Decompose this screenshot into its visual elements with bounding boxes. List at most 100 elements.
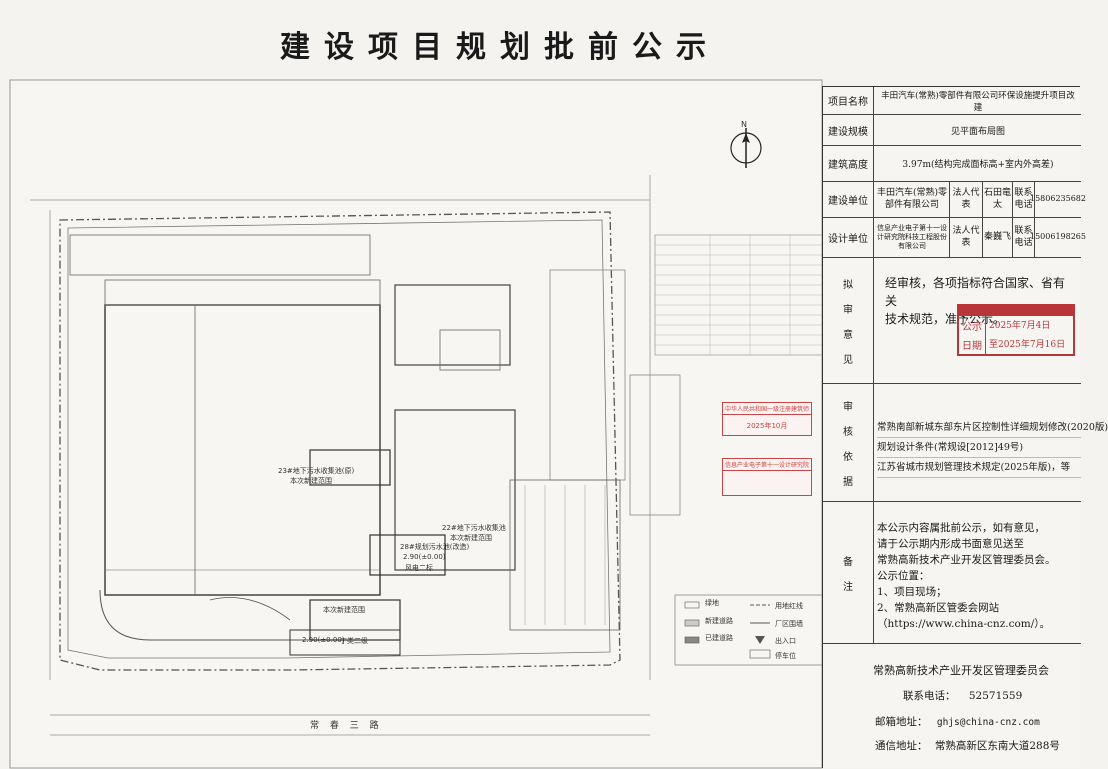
road-label-bottom: 常 春 三 路 [310, 721, 383, 731]
label-22-tank: 22#地下污水收集池 [442, 524, 506, 532]
label-28-pool: 28#规划污水池(改造) [400, 543, 470, 551]
contact-address: 常熟高新区东南大道288号 [934, 740, 1060, 752]
opinion-label-char: 拟 [843, 279, 853, 291]
row-notes: 备 注 本公示内容属批前公示，如有意见， 请于公示期内形成书面意见送至 常熟高新… [823, 502, 1081, 644]
contact-phone-label: 联系电话： [903, 690, 956, 702]
contact-phone: 52571559 [968, 690, 1023, 702]
stamp-label-date: 日期 [959, 335, 986, 354]
note-line: 公示位置： [877, 570, 930, 582]
designer-rep-label: 法人代表 [950, 218, 983, 257]
legend-greenland: 绿地 [705, 599, 719, 607]
north-arrow-icon [730, 128, 762, 168]
stamp-row-1: 公示 2025年7月4日 [959, 316, 1073, 335]
contact-address-label: 通信地址： [875, 740, 928, 752]
stamp-label-publicity: 公示 [959, 316, 986, 335]
note-line: 2、常熟高新区管委会网站 [877, 602, 1000, 614]
design-institute-stamp: 信息产业电子第十一设计研究院 [722, 458, 812, 496]
stamp-header [959, 306, 1073, 316]
builder-name: 丰田汽车(常熟)零部件有限公司 [875, 182, 950, 217]
note-line: 本公示内容属批前公示，如有意见， [877, 522, 1045, 534]
contact-email-label: 邮箱地址： [875, 716, 928, 728]
label-bottom-scope: 本次新建范围 [323, 606, 365, 614]
row-basis: 审 核 依 据 常熟南部新城东部东片区控制性详细规划修改(2020版) 规划设计… [823, 384, 1108, 502]
contact-phone-row: 联系电话： 52571559 [903, 688, 1022, 703]
contact-email[interactable]: ghjs@china-cnz.com [936, 717, 1040, 728]
contact-org: 常熟高新技术产业开发区管理委员会 [873, 664, 1049, 677]
legend-entrance: 出入口 [775, 637, 796, 645]
stamp-date-start: 2025年7月4日 [989, 321, 1051, 331]
label-23-scope: 本次新建范围 [290, 477, 332, 485]
north-label: N [741, 120, 747, 129]
architect-stamp: 中华人民共和国一级注册建筑师 2025年10月 [722, 402, 812, 436]
basis-label: 审 核 依 据 [823, 384, 874, 501]
site-plan-svg [9, 79, 826, 769]
basis-label-char: 审 [843, 401, 853, 413]
architect-stamp-title: 中华人民共和国一级注册建筑师 [723, 403, 811, 415]
stamp-date-end: 至2025年7月16日 [989, 340, 1066, 350]
label-22-scope: 本次新建范围 [450, 534, 492, 542]
opinion-label: 拟 审 意 见 [823, 258, 874, 383]
row-scale: 建设规模 见平面布局图 [823, 115, 1081, 146]
notes-list: 本公示内容属批前公示，如有意见， 请于公示期内形成书面意见送至 常熟高新技术产业… [877, 520, 1079, 632]
architect-stamp-date: 2025年10月 [746, 422, 788, 430]
note-line: 1、项目现场； [877, 586, 947, 598]
opinion-line-1: 经审核，各项指标符合国家、省有关 [885, 276, 1066, 308]
basis-list: 常熟南部新城东部东片区控制性详细规划修改(2020版) 规划设计条件(常规设[2… [877, 418, 1108, 478]
row-opinion: 拟 审 意 见 经审核，各项指标符合国家、省有关 技术规范，准予公示。 公示 2… [823, 258, 1081, 384]
height-value: 3.97m(结构完成面标高+室内外高差) [902, 160, 1054, 170]
row-builder: 建设单位 丰田汽车(常熟)零部件有限公司 法人代表 石田竜太 联系电话 1580… [823, 182, 1086, 218]
basis-item: 常熟南部新城东部东片区控制性详细规划修改(2020版) [877, 418, 1108, 438]
builder-phone: 15806235682 [1030, 194, 1086, 204]
contact-email-row: 邮箱地址： ghjs@china-cnz.com [875, 714, 1040, 729]
design-institute-stamp-title: 信息产业电子第十一设计研究院 [723, 459, 811, 471]
publicity-date-stamp: 公示 2025年7月4日 日期 至2025年7月16日 [957, 304, 1075, 356]
legend-wall: 厂区围墙 [775, 620, 803, 628]
opinion-label-char: 意 [843, 329, 853, 341]
row-designer: 设计单位 信息产业电子第十一设计研究院科技工程股份有限公司 法人代表 秦巍飞 联… [823, 218, 1086, 258]
note-line: （https://www.china-cnz.com/）。 [877, 618, 1051, 630]
designer-phone: 15006198265 [1030, 232, 1086, 242]
contact-block: 常熟高新技术产业开发区管理委员会 联系电话： 52571559 邮箱地址： gh… [823, 644, 1081, 769]
project-name-label: 项目名称 [823, 87, 874, 114]
basis-item: 规划设计条件(常规设[2012]49号) [877, 438, 1081, 458]
legend-new-road: 新建道路 [705, 617, 733, 625]
page-title: 建设项目规划批前公示 [280, 30, 720, 65]
opinion-label-char: 见 [843, 354, 853, 366]
label-23-tank: 23#地下污水收集池(原) [278, 467, 355, 475]
notes-label: 备 注 [823, 502, 874, 643]
height-label: 建筑高度 [823, 146, 874, 181]
label-28-level: 2.90(±0.00) [403, 553, 446, 561]
scale-value: 见平面布局图 [950, 126, 1005, 137]
builder-phone-label: 联系电话 [1013, 182, 1035, 217]
legend-red-line: 用地红线 [775, 602, 803, 610]
row-project-name: 项目名称 丰田汽车(常熟)零部件有限公司环保设施提升项目改建 [823, 87, 1081, 115]
legend-parking: 停车位 [775, 652, 796, 660]
basis-item: 江苏省城市规划管理技术规定(2025年版)，等 [877, 458, 1081, 478]
notes-label-char: 备 [843, 556, 853, 568]
builder-label: 建设单位 [823, 182, 874, 217]
designer-rep: 秦巍飞 [983, 218, 1013, 257]
contact-address-row: 通信地址： 常熟高新区东南大道288号 [875, 738, 1060, 753]
note-line: 请于公示期内形成书面意见送至 [877, 538, 1024, 550]
designer-name: 信息产业电子第十一设计研究院科技工程股份有限公司 [875, 218, 950, 257]
project-name-value: 丰田汽车(常熟)零部件有限公司环保设施提升项目改建 [881, 90, 1075, 113]
stamp-row-2: 日期 至2025年7月16日 [959, 335, 1073, 354]
label-28-class: 风电二标 [405, 564, 433, 572]
site-plan-drawing: N 23#地下污水收集池(原) 本次新建范围 22#地下污水收集池 本次新建范围… [9, 79, 826, 769]
basis-label-char: 依 [843, 451, 853, 463]
parking-area [509, 479, 621, 631]
notes-label-char: 注 [843, 581, 853, 593]
designer-label: 设计单位 [823, 218, 874, 257]
builder-rep: 石田竜太 [983, 182, 1013, 217]
label-bottom-class: 丁类二级 [340, 637, 368, 645]
basis-label-char: 据 [843, 476, 853, 488]
opinion-label-char: 审 [843, 304, 853, 316]
basis-label-char: 核 [843, 426, 853, 438]
scale-label: 建设规模 [823, 115, 874, 145]
note-line: 常熟高新技术产业开发区管理委员会。 [877, 554, 1056, 566]
info-panel: 项目名称 丰田汽车(常熟)零部件有限公司环保设施提升项目改建 建设规模 见平面布… [822, 86, 1108, 769]
designer-phone-label: 联系电话 [1013, 218, 1035, 257]
row-height: 建筑高度 3.97m(结构完成面标高+室内外高差) [823, 146, 1081, 182]
legend-existing-road: 已建道路 [705, 634, 733, 642]
label-bottom-level: 2.90(±0.00) [302, 636, 345, 644]
